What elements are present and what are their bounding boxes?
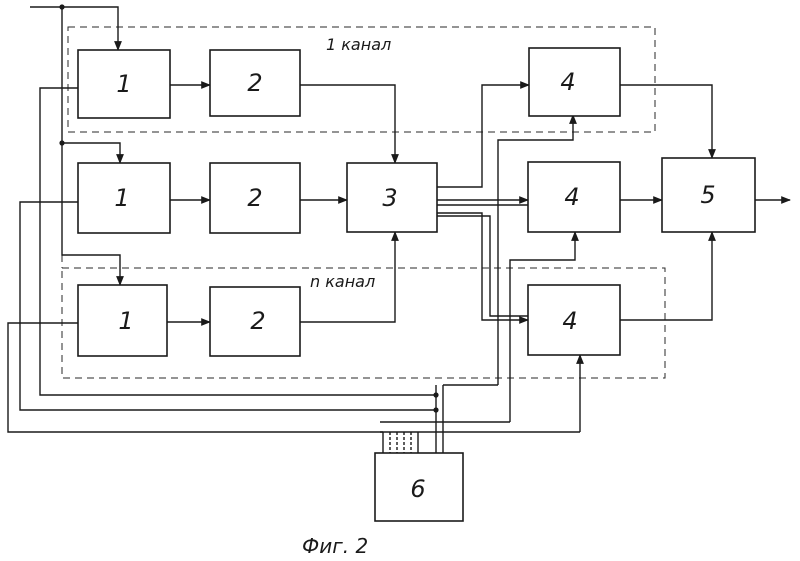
block-3: 3 — [347, 163, 437, 232]
block-1-channel-1: 1 — [78, 50, 170, 118]
block-4-top: 4 — [529, 48, 620, 116]
block-2-channel-n: 2 — [210, 287, 300, 356]
block-4-bottom: 4 — [528, 285, 620, 355]
block-4-label: 4 — [564, 183, 579, 211]
channel-1-label: 1 канал — [326, 35, 391, 54]
block-2-label: 2 — [247, 69, 262, 97]
block-4-label: 4 — [560, 68, 575, 96]
block-2-label: 2 — [247, 184, 262, 212]
block-2-channel-2: 2 — [210, 163, 300, 233]
left-control-lines — [8, 88, 439, 432]
block-5: 5 — [662, 158, 755, 232]
block-2-channel-1: 2 — [210, 50, 300, 116]
channel-n-label: n канал — [310, 272, 375, 291]
block-6: 6 — [375, 453, 463, 521]
block-2-label: 2 — [250, 307, 265, 335]
block-3-label: 3 — [382, 184, 397, 212]
block-1-label: 1 — [114, 184, 129, 212]
block-6-label: 6 — [410, 475, 425, 503]
block-1-channel-2: 1 — [78, 163, 170, 233]
figure-caption: Фиг. 2 — [302, 534, 368, 558]
block-5-label: 5 — [700, 181, 715, 209]
block-1-label: 1 — [118, 307, 133, 335]
block-4-middle: 4 — [528, 162, 620, 232]
block-4-label: 4 — [562, 307, 577, 335]
block-1-label: 1 — [116, 70, 131, 98]
input-bus — [30, 4, 120, 285]
block-1-channel-n: 1 — [78, 285, 167, 356]
